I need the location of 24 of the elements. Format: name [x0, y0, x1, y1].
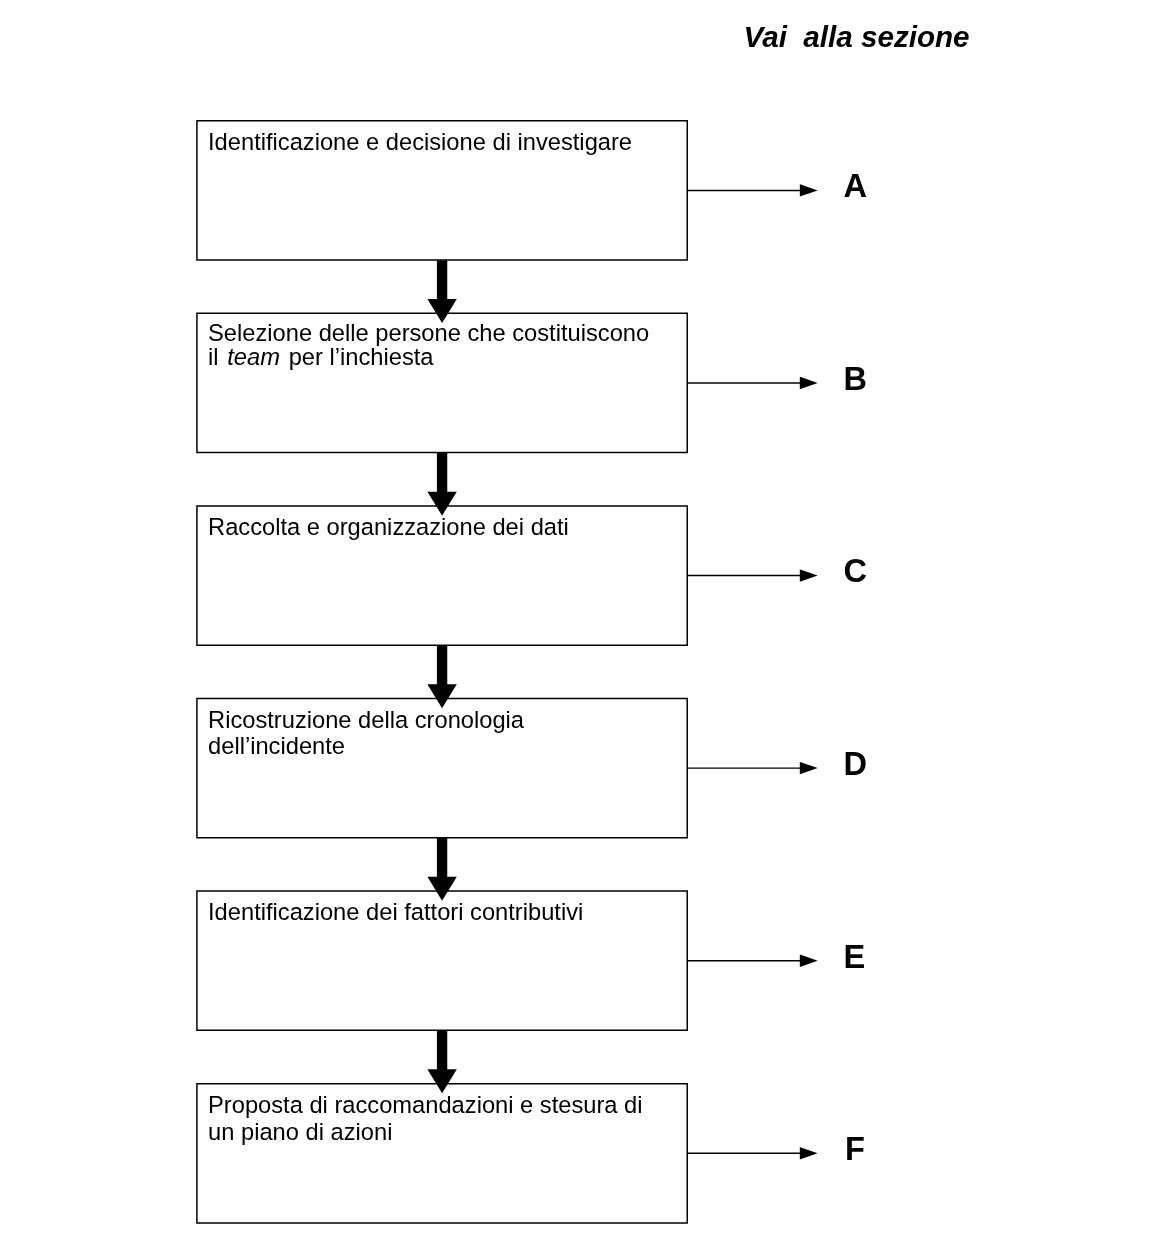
node-box: Identificazione dei fattori contributivi: [195, 890, 688, 1032]
node-box: Ricostruzione della cronologia dell’incidente: [195, 697, 688, 839]
node-text: C: [843, 553, 867, 590]
arrow: [686, 376, 818, 390]
node-box: Raccolta e organizzazione dei dati: [195, 505, 688, 646]
label: Vai alla sezione: [743, 19, 970, 53]
node-box: Proposta di raccomandazioni e stesura di un piano di azioni: [195, 1082, 688, 1224]
arrow: [686, 569, 818, 582]
arrow: [686, 1147, 818, 1160]
arrow: [426, 645, 457, 709]
arrow: [686, 761, 818, 775]
node-text: D: [843, 745, 867, 782]
node-text: A: [843, 168, 867, 205]
arrow: [686, 954, 818, 967]
arrow: [426, 452, 457, 516]
node-box: Selezione delle persone che costituiscono il team per l’inchiesta: [195, 312, 688, 454]
node-text: B: [843, 360, 867, 397]
node-box: Identificazione e decisione di investigare: [195, 120, 688, 261]
arrow: [426, 260, 457, 324]
arrow: [686, 184, 818, 197]
node-text: F: [844, 1131, 865, 1168]
arrow: [426, 1030, 457, 1094]
arrow: [426, 838, 457, 901]
node-text: E: [843, 938, 865, 975]
